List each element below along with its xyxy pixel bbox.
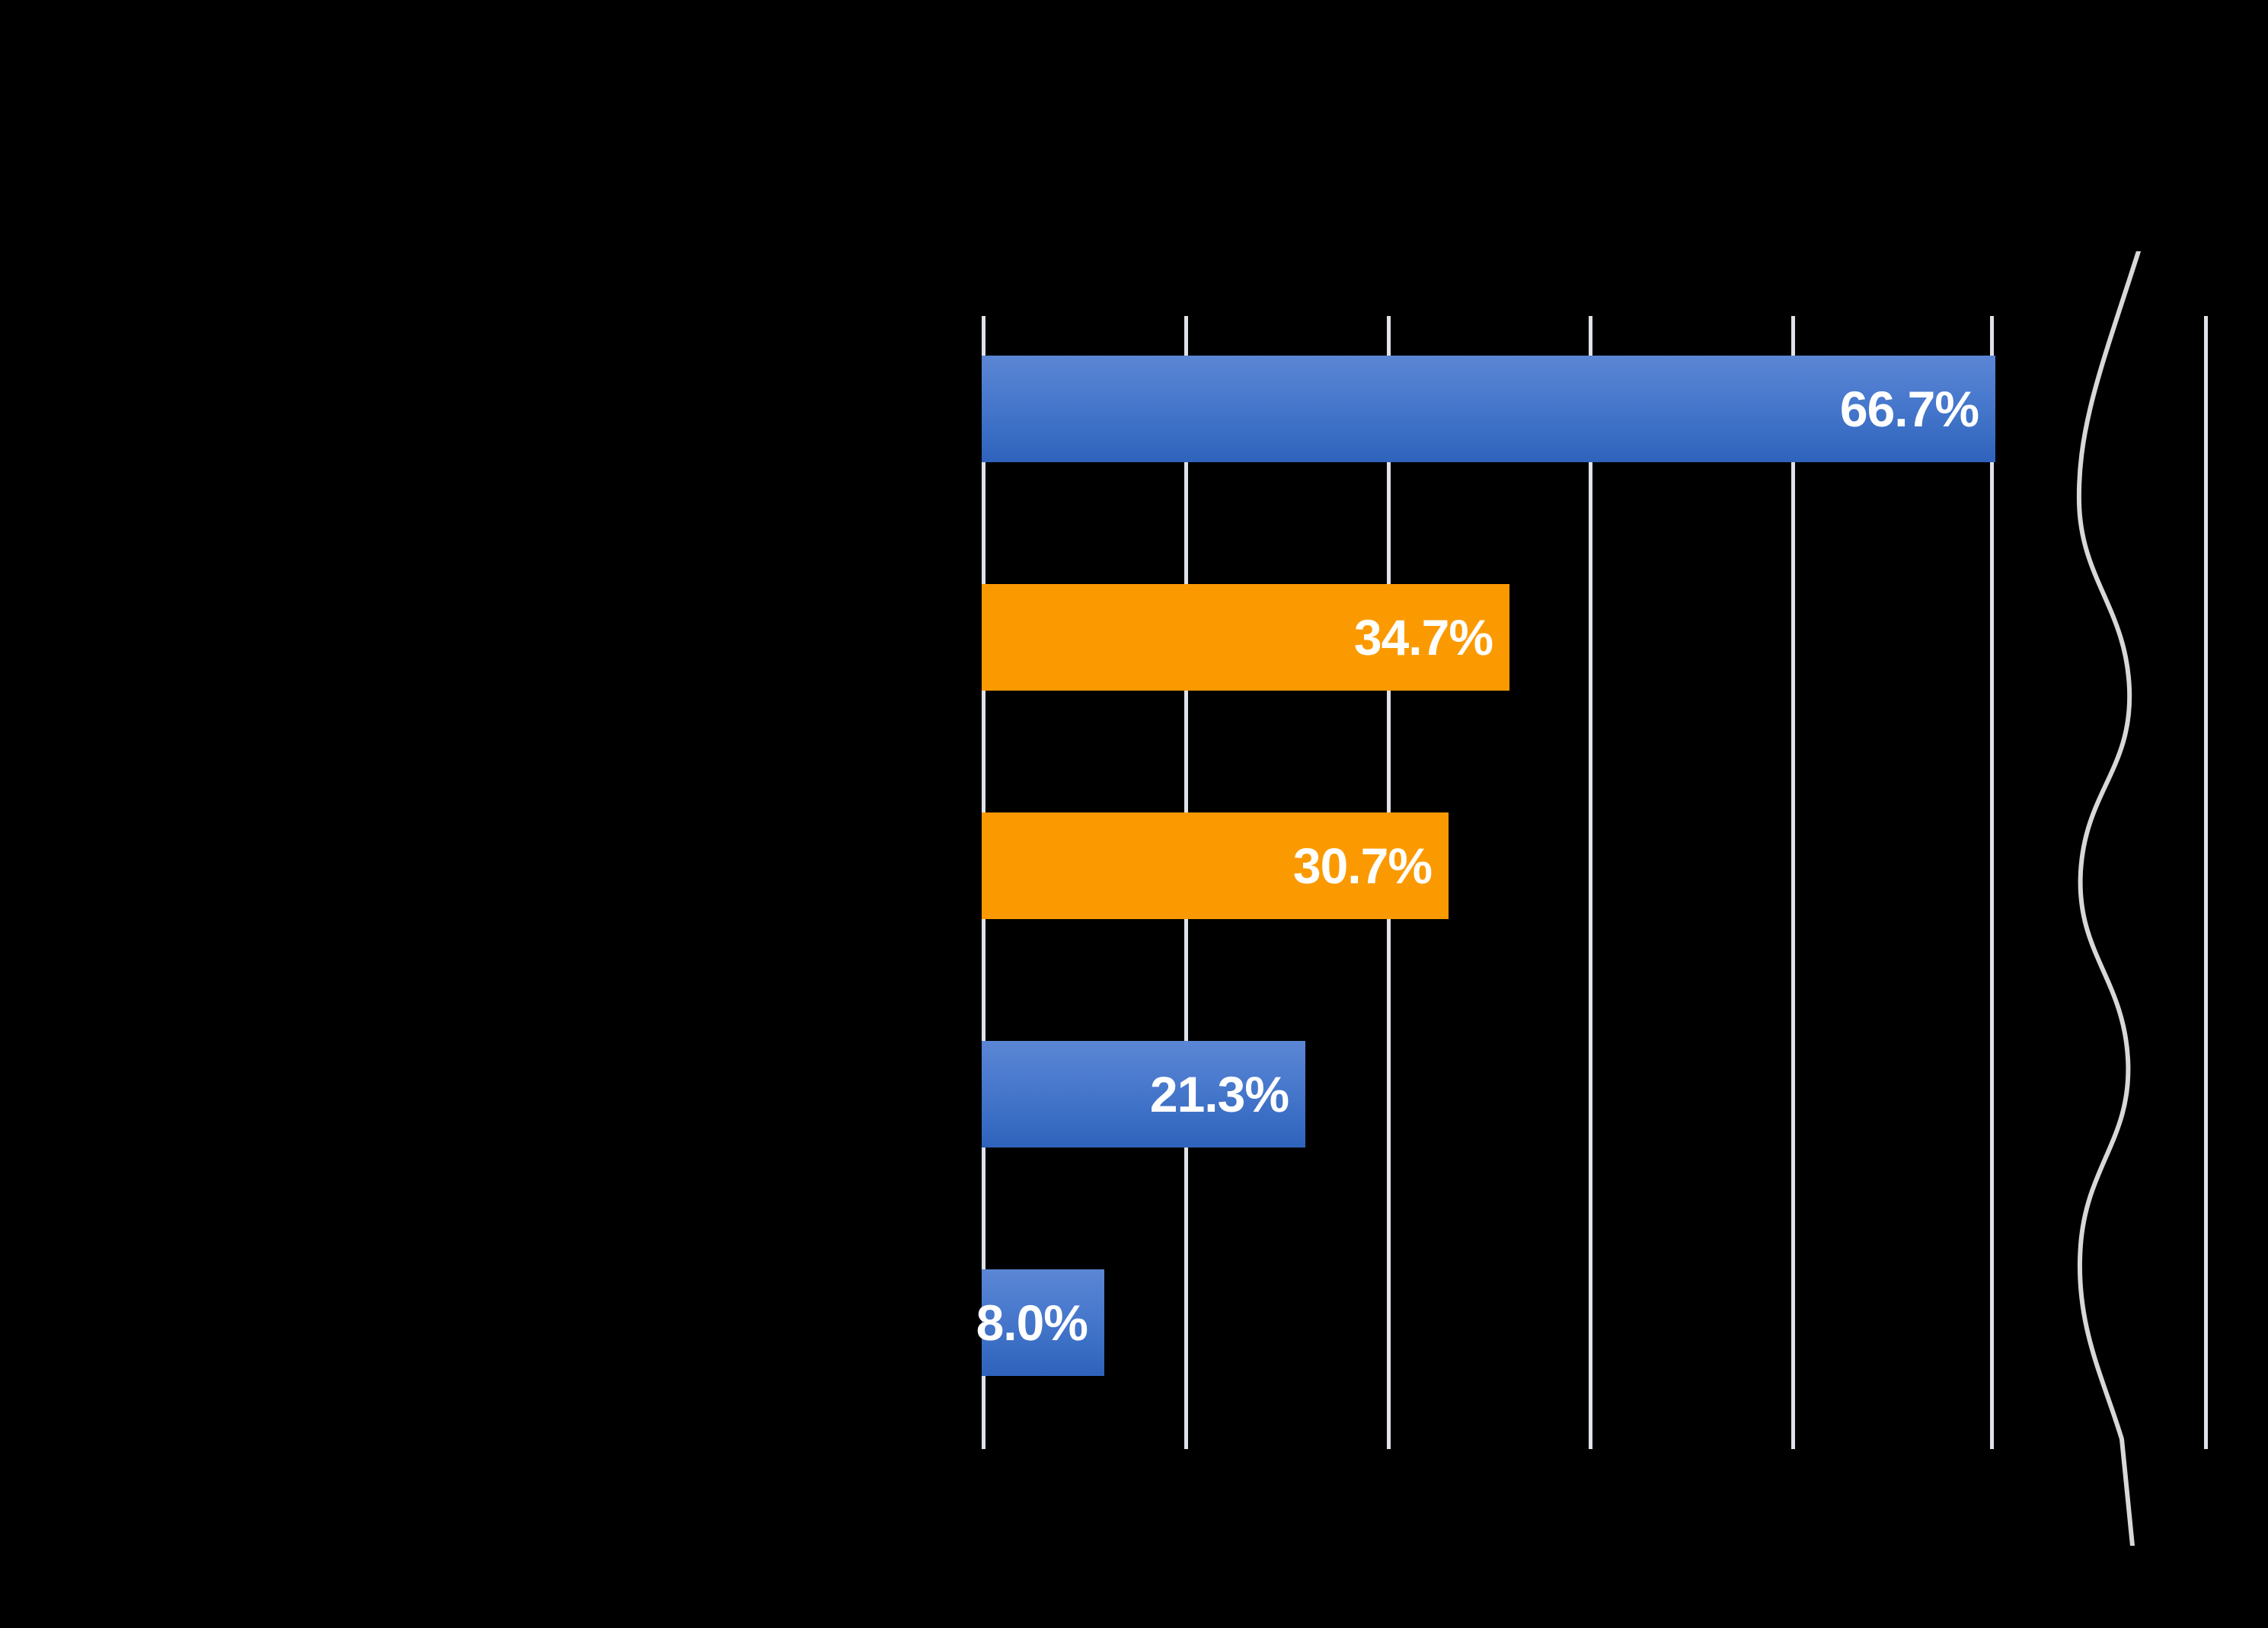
bar-value-label: 21.3%	[1149, 1066, 1289, 1122]
bar-value-label: 8.0%	[976, 1294, 1088, 1351]
bar-1[interactable]: 66.7%	[982, 356, 1995, 462]
bar-5[interactable]: 8.0%	[976, 1269, 1104, 1376]
bar-value-label: 34.7%	[1353, 609, 1493, 666]
gridline-5	[1990, 316, 1994, 1449]
bar-2[interactable]: 34.7%	[982, 584, 1509, 691]
outer-vertical-rule	[2204, 316, 2208, 1449]
bar-3[interactable]: 30.7%	[982, 812, 1449, 919]
bar-value-label: 66.7%	[1839, 381, 1979, 437]
gridline-4	[1791, 316, 1796, 1449]
gridline-3	[1589, 316, 1593, 1449]
bars-layer: 66.7% 34.7% 30.7% 21.3% 8.0%	[976, 316, 2268, 1449]
bar-value-label: 30.7%	[1292, 838, 1433, 894]
bar-4[interactable]: 21.3%	[982, 1041, 1305, 1148]
